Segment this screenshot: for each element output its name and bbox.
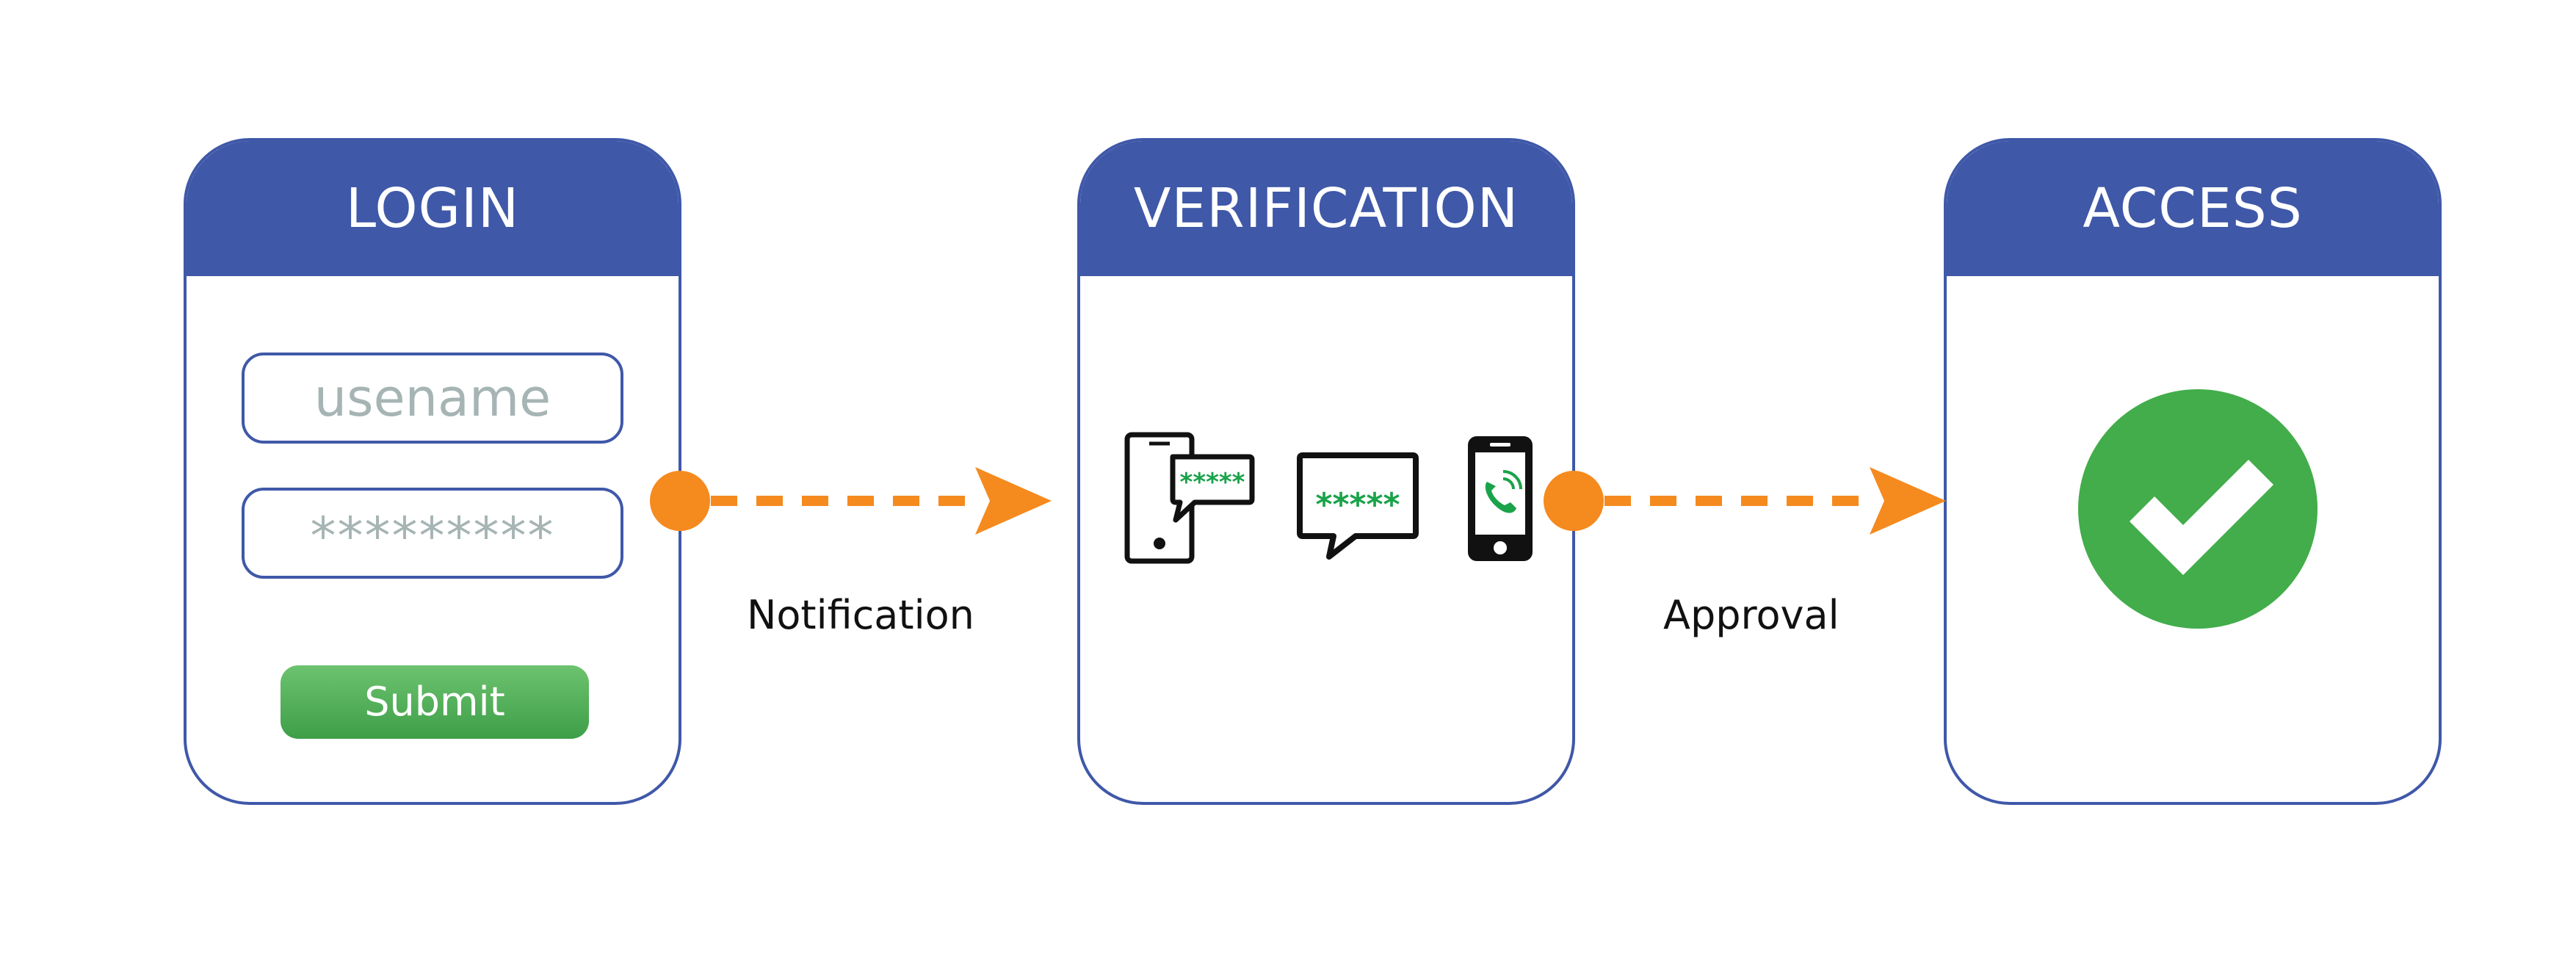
tablet-message-icon: ***** [1124, 432, 1255, 564]
access-card: ACCESS [1944, 138, 2442, 805]
approval-arrow [1544, 467, 1946, 535]
login-card: LOGIN usename ********* Submit [184, 138, 681, 805]
submit-button[interactable]: Submit [281, 665, 589, 739]
notification-label: Notification [747, 592, 974, 638]
verification-card: VERIFICATION ***** ***** [1077, 138, 1575, 805]
checkmark-icon [2078, 389, 2318, 629]
password-input[interactable]: ********* [242, 488, 623, 579]
access-card-title: ACCESS [1947, 141, 2439, 276]
smartphone-call-icon [1468, 436, 1533, 561]
verification-card-title: VERIFICATION [1080, 141, 1572, 276]
login-card-title: LOGIN [187, 141, 679, 276]
chat-message-text: ***** [1315, 486, 1400, 524]
username-input[interactable]: usename [242, 353, 623, 444]
chat-bubble-icon: ***** [1297, 452, 1419, 560]
tablet-message-text: ***** [1180, 468, 1245, 497]
approval-label: Approval [1663, 592, 1839, 638]
notification-arrow [650, 467, 1052, 535]
